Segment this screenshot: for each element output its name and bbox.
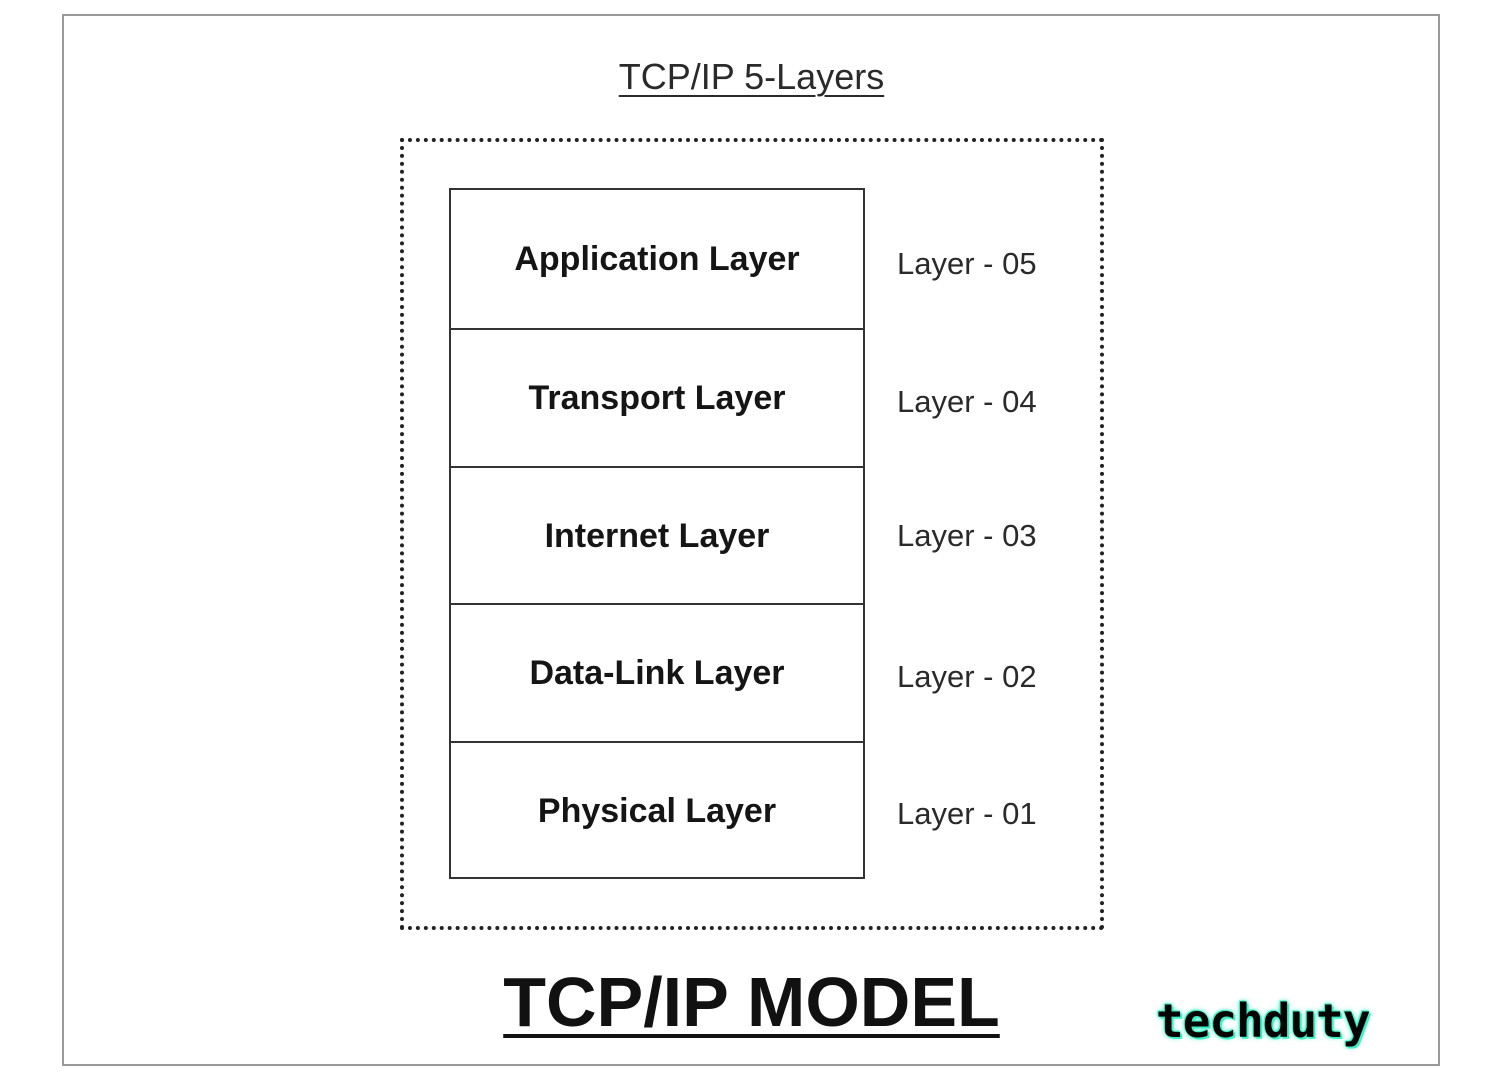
layer-number-05: Layer - 05 — [897, 246, 1037, 281]
layer-stack: Application Layer Transport Layer Intern… — [449, 188, 865, 879]
layer-name: Internet Layer — [544, 516, 770, 555]
layer-box-transport: Transport Layer — [451, 328, 863, 466]
layer-number-04: Layer - 04 — [897, 384, 1037, 419]
layer-box-physical: Physical Layer — [451, 741, 863, 879]
layer-name: Application Layer — [514, 239, 800, 278]
brand-logo: techduty — [1156, 994, 1371, 1048]
diagram-title: TCP/IP MODEL — [503, 963, 1000, 1041]
diagram-subtitle: TCP/IP 5-Layers — [618, 56, 885, 97]
layer-name: Data-Link Layer — [529, 653, 785, 692]
diagram-frame — [62, 14, 1440, 1066]
layer-number-03: Layer - 03 — [897, 518, 1037, 553]
layer-box-internet: Internet Layer — [451, 466, 863, 604]
layers-dotted-container — [400, 138, 1104, 930]
layer-box-application: Application Layer — [451, 190, 863, 328]
layer-name: Transport Layer — [528, 378, 786, 417]
layer-box-data-link: Data-Link Layer — [451, 603, 863, 741]
layer-name: Physical Layer — [537, 791, 777, 830]
layer-number-01: Layer - 01 — [897, 796, 1037, 831]
layer-number-02: Layer - 02 — [897, 659, 1037, 694]
